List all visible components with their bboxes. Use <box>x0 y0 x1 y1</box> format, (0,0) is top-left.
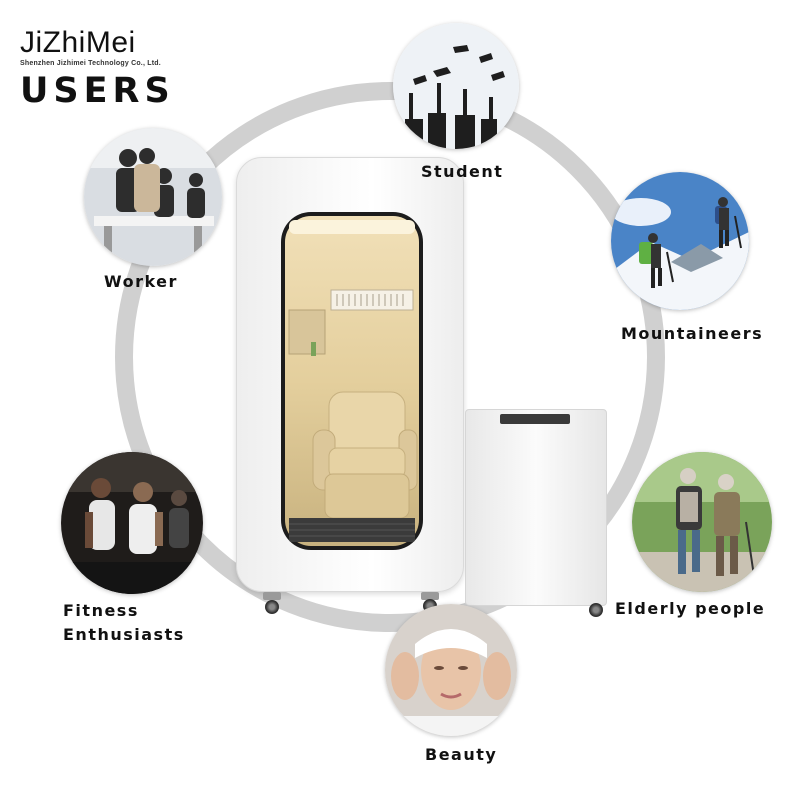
graduation-cap-icon <box>393 23 519 149</box>
page-title: USERS <box>20 71 175 111</box>
brand-logo-text: JiZhiMei <box>20 26 136 59</box>
mountaineers-photo <box>611 172 749 310</box>
user-label-elderly: Elderly people <box>615 599 766 618</box>
user-label-student: Student <box>421 162 504 181</box>
student-photo <box>393 23 519 149</box>
user-label-fitness-line1: Fitness <box>63 601 139 620</box>
user-label-fitness-line2: Enthusiasts <box>63 625 185 644</box>
oxygen-cabinet <box>465 409 607 606</box>
cabinet-wheel <box>589 603 603 617</box>
brand-block: JiZhiMei Shenzhen Jizhimei Technology Co… <box>20 26 175 112</box>
user-label-worker: Worker <box>104 272 178 291</box>
worker-photo <box>84 128 222 266</box>
mountain-icon <box>611 172 749 310</box>
briefcase-icon <box>84 128 222 266</box>
dumbbell-icon <box>61 452 203 594</box>
user-label-fitness: Fitness Enthusiasts <box>63 599 185 647</box>
user-label-mountaineers: Mountaineers <box>621 324 764 343</box>
oxygen-capsule <box>236 157 464 592</box>
fitness-photo <box>61 452 203 594</box>
face-mask-icon <box>385 604 517 736</box>
capsule-wheel-mount-right <box>421 592 439 600</box>
elderly-photo <box>632 452 772 592</box>
capsule-wheel-left <box>265 600 279 614</box>
cabinet-control-panel <box>500 414 570 424</box>
user-label-beauty: Beauty <box>425 745 498 764</box>
company-name: Shenzhen Jizhimei Technology Co., Ltd. <box>20 60 161 67</box>
capsule-wheel-mount-left <box>263 592 281 600</box>
beauty-photo <box>385 604 517 736</box>
capsule-window <box>281 212 423 550</box>
walking-cane-icon <box>632 452 772 592</box>
